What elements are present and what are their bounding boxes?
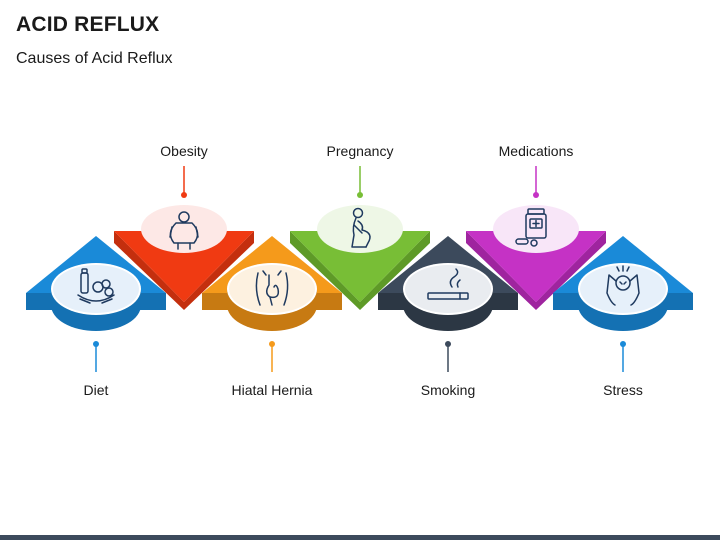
disc-top — [53, 265, 139, 313]
disc-top — [493, 205, 579, 253]
label-medications: Medications — [498, 143, 574, 159]
cigarette-icon — [427, 268, 469, 300]
disc-top — [141, 205, 227, 253]
label-obesity: Obesity — [160, 143, 208, 159]
page-title: ACID REFLUX — [16, 13, 160, 36]
connector-dot — [533, 192, 539, 198]
connector-dot — [445, 341, 451, 347]
connector-dot — [620, 341, 626, 347]
cause-pregnancy — [290, 166, 430, 310]
pill-bottle-icon — [515, 208, 547, 247]
cause-hiatal-hernia — [202, 236, 342, 372]
cause-stress — [553, 236, 693, 372]
disc-top — [317, 205, 403, 253]
label-diet: Diet — [83, 382, 109, 398]
obese-person-icon — [169, 211, 199, 250]
connector-dot — [181, 192, 187, 198]
label-hiatal-hernia: Hiatal Hernia — [231, 382, 313, 398]
cause-medications — [466, 166, 606, 310]
page-subtitle: Causes of Acid Reflux — [16, 50, 173, 67]
label-stress: Stress — [603, 382, 643, 398]
connector-dot — [269, 341, 275, 347]
pregnant-woman-icon — [351, 207, 371, 248]
stressed-person-icon — [606, 265, 640, 306]
disc-top — [580, 265, 666, 313]
triangle-down — [290, 231, 430, 302]
label-pregnancy: Pregnancy — [326, 143, 394, 159]
footer-bar — [0, 535, 720, 540]
connector-dot — [357, 192, 363, 198]
connector-dot — [93, 341, 99, 347]
triangle-down — [466, 231, 606, 302]
cause-obesity — [114, 166, 254, 310]
cause-smoking — [378, 236, 518, 372]
label-smoking: Smoking — [420, 382, 476, 398]
triangle-down — [114, 231, 254, 302]
disc-top — [405, 265, 491, 313]
food-icon — [77, 268, 115, 304]
disc-top — [229, 265, 315, 313]
cause-diet — [26, 236, 166, 372]
stomach-icon — [255, 270, 289, 306]
